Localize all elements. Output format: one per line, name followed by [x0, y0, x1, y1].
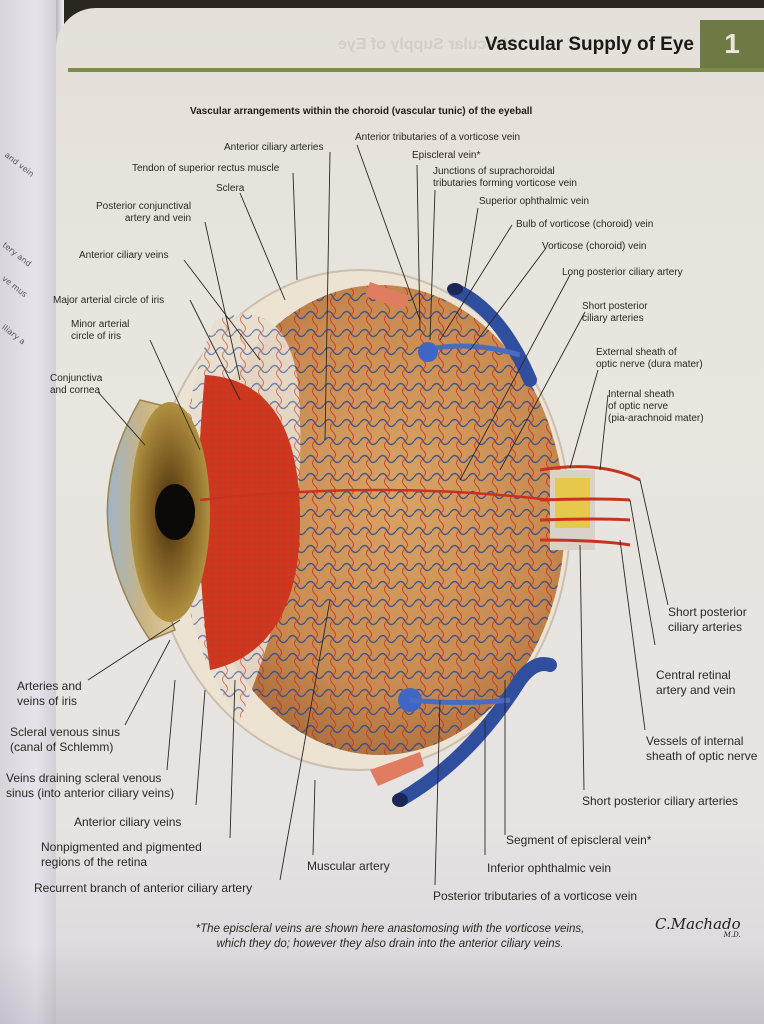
- label-segment-episcleral: Segment of episcleral vein*: [506, 833, 652, 847]
- label-anterior-ciliary-arteries: Anterior ciliary arteries: [224, 142, 324, 153]
- label-vorticose-vein: Vorticose (choroid) vein: [542, 241, 647, 252]
- label-major-arterial-circle: Major arterial circle of iris: [53, 295, 165, 306]
- label-anterior-ciliary-veins-top: Anterior ciliary veins: [79, 250, 169, 261]
- pupil: [155, 484, 195, 540]
- label-muscular-artery: Muscular artery: [307, 859, 390, 873]
- label-arteries-veins-iris: Arteries and veins of iris: [17, 679, 82, 708]
- label-bulb-vorticose: Bulb of vorticose (choroid) vein: [516, 219, 654, 230]
- signature-suffix: M.D.: [723, 931, 741, 939]
- label-posterior-tributaries: Posterior tributaries of a vorticose vei…: [433, 889, 638, 903]
- header-rule: [68, 68, 764, 72]
- artist-signature: C.Machado M.D.: [655, 915, 741, 939]
- label-sclera: Sclera: [216, 183, 245, 194]
- label-nonpigmented-regions: Nonpigmented and pigmented regions of th…: [41, 840, 202, 869]
- label-external-sheath: External sheath of optic nerve (dura mat…: [596, 347, 703, 370]
- label-tendon-superior-rectus: Tendon of superior rectus muscle: [132, 163, 280, 174]
- page-bottom-shadow: [0, 944, 764, 1024]
- figure-subtitle: Vascular arrangements within the choroid…: [190, 106, 533, 117]
- label-short-posterior-ciliary-right: Short posterior ciliary arteries: [668, 605, 747, 634]
- label-anterior-ciliary-veins-bottom: Anterior ciliary veins: [74, 815, 182, 829]
- label-short-posterior-ciliary-top: Short posterior ciliary arteries: [582, 301, 648, 324]
- page-header: Vascular Supply of Eye Vascular Supply o…: [68, 20, 764, 72]
- leader-lines: [87, 144, 669, 886]
- label-vessels-internal-sheath: Vessels of internal sheath of optic nerv…: [646, 734, 758, 763]
- label-inferior-ophthalmic: Inferior ophthalmic vein: [487, 861, 612, 875]
- vorticose-bulb-superior: [418, 342, 438, 362]
- label-central-retinal: Central retinal artery and vein: [656, 668, 736, 697]
- label-superior-ophthalmic-vein: Superior ophthalmic vein: [479, 196, 590, 207]
- label-episcleral-vein: Episcleral vein*: [412, 150, 481, 161]
- label-conjunctiva-cornea: Conjunctiva and cornea: [50, 373, 103, 396]
- short-posterior-ciliary-arteries: [539, 465, 641, 547]
- long-posterior-ciliary-artery: [199, 488, 551, 502]
- footnote: *The episcleral veins are shown here ana…: [195, 923, 585, 950]
- plate-number-badge: 1: [700, 20, 764, 68]
- label-long-posterior-ciliary: Long posterior ciliary artery: [562, 267, 683, 278]
- label-anterior-tributaries: Anterior tributaries of a vorticose vein: [355, 132, 521, 143]
- label-scleral-venous-sinus: Scleral venous sinus (canal of Schlemm): [10, 725, 121, 754]
- signature-name: C.Machado: [655, 915, 741, 933]
- label-minor-arterial-circle: Minor arterial circle of iris: [71, 319, 130, 342]
- label-veins-draining-sinus: Veins draining scleral venous sinus (int…: [6, 771, 175, 800]
- label-junctions-suprachoroidal: Junctions of suprachoroidal tributaries …: [433, 166, 577, 189]
- superior-ophthalmic-vein: [448, 283, 537, 387]
- inferior-muscle: [370, 752, 424, 786]
- page-title: Vascular Supply of Eye: [484, 34, 694, 55]
- label-recurrent-branch: Recurrent branch of anterior ciliary art…: [34, 881, 253, 895]
- superior-rectus-tendon: [365, 282, 410, 310]
- label-internal-sheath: Internal sheath of optic nerve (pia-arac…: [608, 389, 704, 424]
- label-posterior-conjunctival: Posterior conjunctival artery and vein: [96, 201, 192, 224]
- label-short-posterior-ciliary-bottom: Short posterior ciliary arteries: [582, 794, 739, 808]
